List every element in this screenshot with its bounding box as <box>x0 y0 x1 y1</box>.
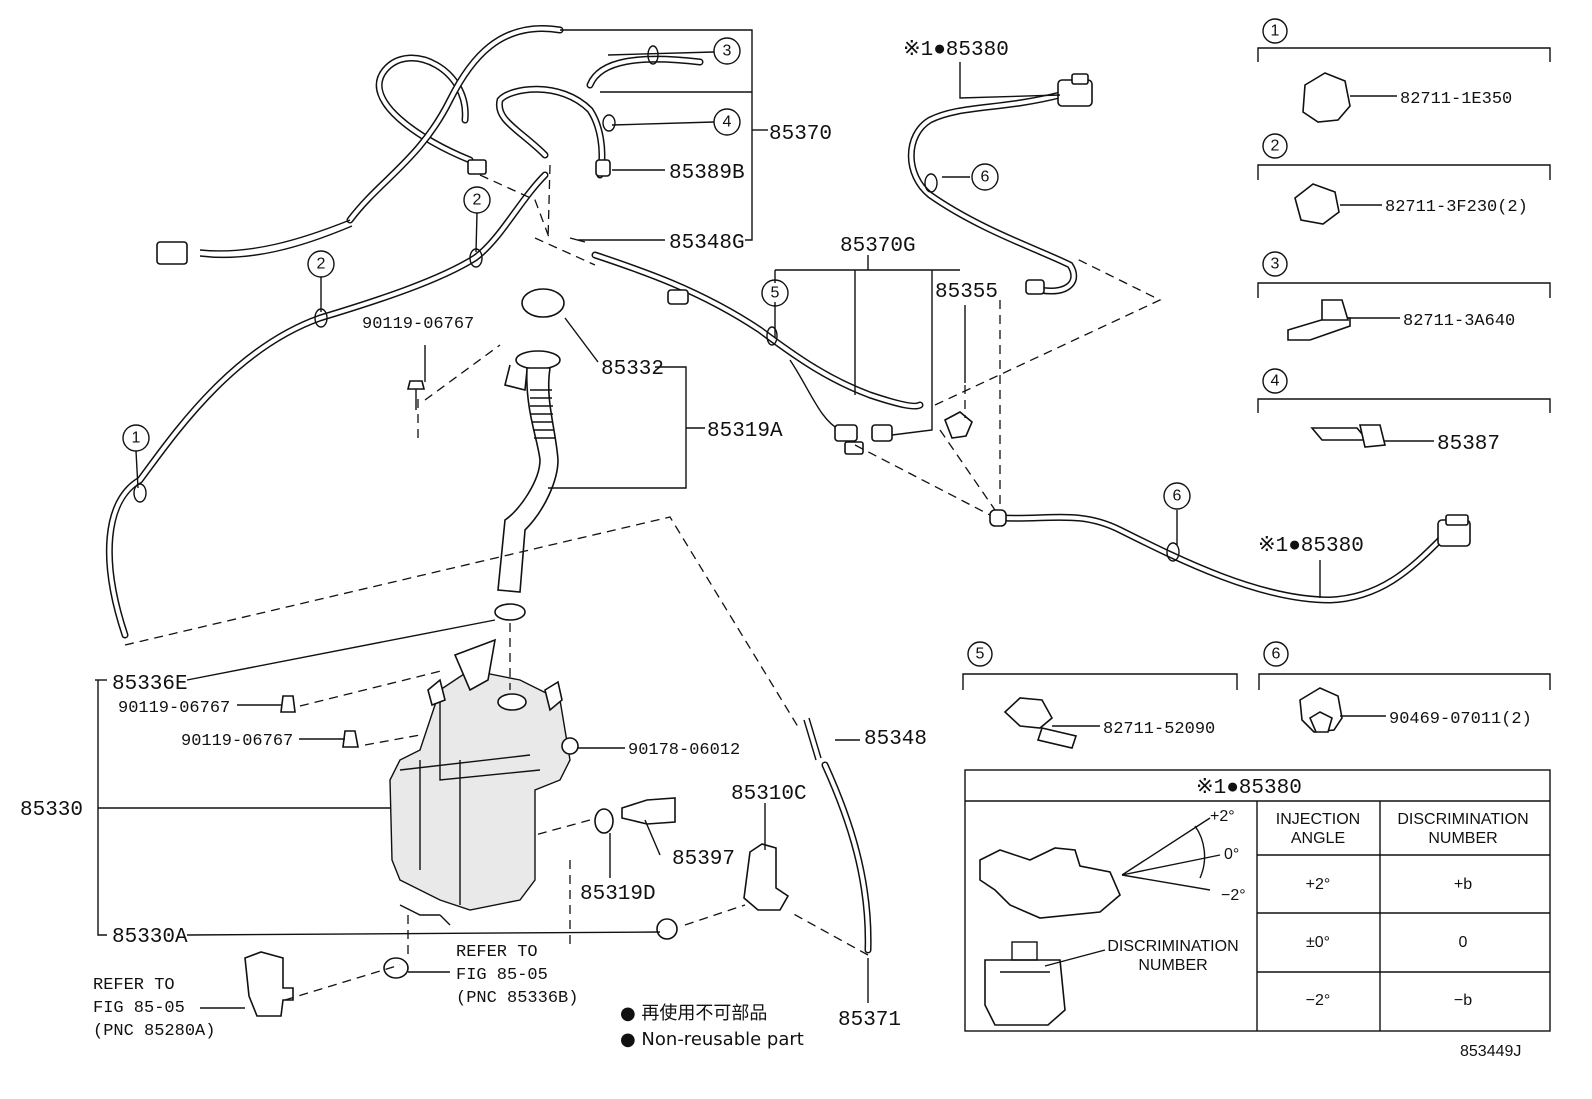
col-angle-line1: INJECTION <box>1276 811 1360 828</box>
marker-2-hose-a: 2 <box>307 250 335 312</box>
disc-label-line2: NUMBER <box>1138 957 1207 974</box>
refer-left-line3: (PNC 85280A) <box>93 1022 215 1041</box>
panel-5-num: 5 <box>976 646 985 663</box>
label-85336e: 85336E <box>112 673 188 696</box>
label-85370: 85370 <box>769 123 832 146</box>
col-angle-line2: ANGLE <box>1291 830 1345 847</box>
marker-6-hose-bottom: 6 <box>1163 482 1191 510</box>
marker-2-hose-b: 2 <box>463 186 491 253</box>
row3-disc: −b <box>1454 992 1472 1009</box>
label-85355: 85355 <box>935 281 998 304</box>
marker-3-hose: 3 <box>713 37 741 65</box>
clip-panel-2: 2 82711-3F230(2) <box>1257 133 1551 225</box>
refer-note-left: REFER TO FIG 85-05 (PNC 85280A) <box>93 976 215 1041</box>
marker-text: 4 <box>723 114 732 131</box>
col-disc-line2: NUMBER <box>1428 830 1497 847</box>
hose-assembly-left <box>105 25 704 639</box>
label-90119-top: 90119-06767 <box>362 315 474 334</box>
marker-text: 2 <box>317 256 326 273</box>
marker-text: 5 <box>771 285 780 302</box>
marker-text: 6 <box>981 169 990 186</box>
label-85310c: 85310C <box>731 783 807 806</box>
marker-text: 3 <box>723 43 732 60</box>
marker-1-hose: 1 <box>122 424 150 489</box>
label-85389b: 85389B <box>669 162 745 185</box>
label-85330: 85330 <box>20 799 83 822</box>
hose-85348 <box>803 717 872 954</box>
marker-text: 1 <box>132 430 141 447</box>
callout-labels: ※1●85380 85370 85389B 85348G 85370G 8535… <box>20 39 1364 1032</box>
table-title: ※1●85380 <box>1196 777 1302 800</box>
filler-neck-85319a <box>494 288 565 621</box>
marker-6-hose-top: 6 <box>971 163 999 191</box>
clip-panel-5: 5 82711-52090 <box>962 641 1238 749</box>
disc-label-line1: DISCRIMINATION <box>1107 938 1238 955</box>
label-85371: 85371 <box>838 1009 901 1032</box>
label-85370g: 85370G <box>840 235 916 258</box>
panel-4-num: 4 <box>1271 373 1280 390</box>
label-90178: 90178-06012 <box>628 741 740 760</box>
row2-disc: 0 <box>1459 934 1468 951</box>
label-85397: 85397 <box>672 848 735 871</box>
panel-5-part: 82711-52090 <box>1103 720 1215 739</box>
panel-3-num: 3 <box>1271 256 1280 273</box>
legend-en: ● Non-reusable part <box>620 1029 804 1050</box>
clip-panel-6: 6 90469-07011(2) <box>1258 641 1551 733</box>
diagram-id: 853449J <box>1460 1043 1521 1060</box>
row2-angle: ±0° <box>1306 934 1330 951</box>
angle-mark-minus2: −2° <box>1221 887 1246 904</box>
clip-panel-3: 3 82711-3A640 <box>1257 251 1551 341</box>
refer-note-center: REFER TO FIG 85-05 (PNC 85336B) <box>456 943 578 1008</box>
col-disc-line1: DISCRIMINATION <box>1397 811 1528 828</box>
panel-2-num: 2 <box>1271 138 1280 155</box>
marker-4-hose: 4 <box>713 108 741 136</box>
row1-angle: +2° <box>1306 876 1331 893</box>
label-85380-bottom: ※1●85380 <box>1258 535 1364 558</box>
refer-left-line2: FIG 85-05 <box>93 999 185 1018</box>
hose-85380-bottom <box>989 509 1471 604</box>
panel-3-part: 82711-3A640 <box>1403 312 1515 331</box>
label-85332: 85332 <box>601 358 664 381</box>
label-85348g: 85348G <box>669 232 745 255</box>
row3-angle: −2° <box>1306 992 1331 1009</box>
clip-panel-1: 1 82711-1E350 <box>1257 18 1551 123</box>
marker-text: 6 <box>1173 488 1182 505</box>
injection-angle-table: ※1●85380 INJECTION ANGLE DISCRIMINATION … <box>964 769 1551 1032</box>
legend: ● 再使用不可部品 ● Non-reusable part <box>620 1003 804 1050</box>
label-85319d: 85319D <box>580 883 656 906</box>
panel-1-part: 82711-1E350 <box>1400 90 1512 109</box>
angle-mark-plus2: +2° <box>1210 808 1235 825</box>
refer-center-line3: (PNC 85336B) <box>456 989 578 1008</box>
refer-center-line2: FIG 85-05 <box>456 966 548 985</box>
label-85348: 85348 <box>864 728 927 751</box>
legend-jp: ● 再使用不可部品 <box>620 1003 767 1024</box>
label-85319a: 85319A <box>707 420 783 443</box>
leader-lines <box>95 29 1321 1009</box>
label-85330a: 85330A <box>112 926 188 949</box>
label-90119-mid2: 90119-06767 <box>181 732 293 751</box>
panel-6-num: 6 <box>1272 646 1281 663</box>
panel-6-part: 90469-07011(2) <box>1389 710 1532 729</box>
hardware <box>244 380 790 1017</box>
panel-2-part: 82711-3F230(2) <box>1385 198 1528 217</box>
clip-panel-4: 4 85387 <box>1257 368 1551 456</box>
marker-5-hose: 5 <box>761 279 789 307</box>
refer-left-line1: REFER TO <box>93 976 175 995</box>
marker-text: 2 <box>473 192 482 209</box>
panel-1-num: 1 <box>1271 23 1280 40</box>
hose-85370g <box>591 251 973 455</box>
circle-markers: 1 2 2 3 4 5 6 6 <box>122 37 1191 510</box>
hose-85380-top <box>907 73 1093 295</box>
refer-center-line1: REFER TO <box>456 943 538 962</box>
panel-4-part: 85387 <box>1437 433 1500 456</box>
angle-mark-0: 0° <box>1224 846 1239 863</box>
row1-disc: +b <box>1454 876 1472 893</box>
label-90119-mid1: 90119-06767 <box>118 699 230 718</box>
label-85380-top: ※1●85380 <box>903 39 1009 62</box>
reservoir-85330 <box>389 638 571 926</box>
